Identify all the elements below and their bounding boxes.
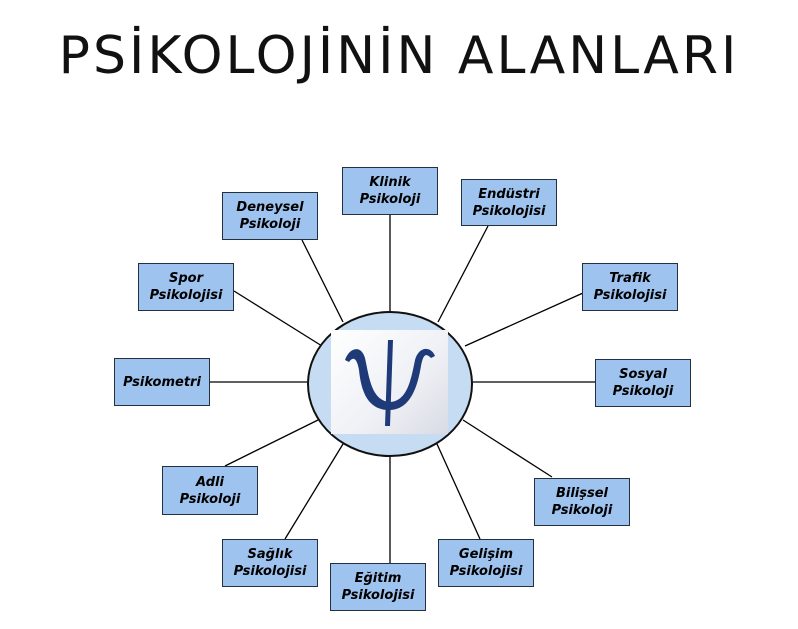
node-gelisim: Gelişim Psikolojisi [438,539,534,587]
node-saglik-line2: Psikolojisi [233,564,307,579]
connector-bilissel [462,419,553,478]
node-psikometri: Psikometri [114,358,210,406]
node-sosyal-line2: Psikoloji [612,384,674,399]
node-adli-line1: Adli [196,474,224,490]
node-egitim: Eğitim Psikolojisi [330,563,426,611]
node-adli: Adli Psikoloji [162,466,258,515]
node-endustri-line1: Endüstri [478,186,540,202]
connector-trafik [464,292,584,347]
node-endustri-line2: Psikolojisi [472,203,546,219]
node-egitim-line2: Psikolojisi [341,588,415,603]
node-trafik-line2: Psikolojisi [593,288,667,303]
node-bilissel-line2: Psikoloji [551,503,613,518]
psi-symbol-icon [331,330,448,434]
node-saglik: Sağlık Psikolojisi [222,539,318,587]
node-deneysel: Deneysel Psikoloji [222,192,318,240]
node-trafik-line1: Trafik [609,271,651,286]
node-bilissel: Bilişsel Psikoloji [534,478,630,526]
node-trafik: Trafik Psikolojisi [582,263,678,311]
node-psikometri-line1: Psikometri [123,374,201,390]
node-endustri: Endüstri Psikolojisi [461,179,557,226]
node-klinik-line2: Psikoloji [359,192,421,207]
connector-adli [224,419,319,467]
node-spor-line2: Psikolojisi [149,288,223,303]
node-deneysel-line2: Psikoloji [239,217,301,232]
node-bilissel-line1: Bilişsel [555,486,609,501]
node-klinik: Klinik Psikoloji [342,167,438,215]
page-title: PSİKOLOJİNİN ALANLARI [58,26,740,86]
connector-deneysel [301,239,344,323]
connector-saglik [284,443,344,540]
node-egitim-line1: Eğitim [354,571,402,586]
connector-spor [233,290,323,347]
node-deneysel-line1: Deneysel [236,200,304,215]
node-saglik-line1: Sağlık [247,547,293,562]
node-gelisim-line1: Gelişim [458,547,514,562]
node-sosyal-line1: Sosyal [619,367,667,382]
node-adli-line2: Psikoloji [179,491,241,507]
node-gelisim-line2: Psikolojisi [449,564,523,579]
node-spor: Spor Psikolojisi [138,263,234,311]
connector-gelisim [436,443,481,540]
node-klinik-line1: Klinik [369,175,411,190]
node-sosyal: Sosyal Psikoloji [595,359,691,407]
connector-endustri [437,225,489,323]
node-spor-line1: Spor [168,271,203,286]
